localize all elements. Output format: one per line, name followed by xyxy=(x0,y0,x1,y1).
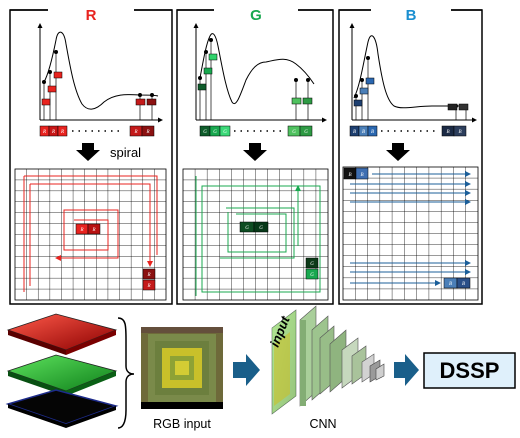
seq-cell-label: R xyxy=(133,130,137,135)
merge-brace xyxy=(117,317,135,429)
spiral-label: spiral xyxy=(110,145,141,160)
panel-r: R R R R xyxy=(9,2,173,305)
panel-b-grid: B B B B xyxy=(342,166,479,301)
spiral-outer xyxy=(24,175,158,255)
grid-cell-label: R xyxy=(146,284,150,289)
panel-r-grid: R R R R xyxy=(14,168,167,301)
grid-cell-label: R xyxy=(91,228,95,233)
flow-arrow-2 xyxy=(394,354,419,386)
seq-cell-label: B xyxy=(362,130,365,135)
down-arrow xyxy=(76,143,100,161)
panel-g-sequence: G G G G G xyxy=(199,125,313,137)
panel-g: G G G G G xyxy=(176,2,334,305)
seq-cell xyxy=(141,125,155,137)
seq-cell-label: R xyxy=(51,130,55,135)
panel-g-plot xyxy=(193,23,327,123)
panel-g-title: G xyxy=(250,7,262,24)
seq-cell-label: G xyxy=(292,130,296,135)
seq-cell-label: G xyxy=(304,130,308,135)
panel-b-sequence: B B B B B xyxy=(349,125,467,137)
grid-cell-label: B xyxy=(449,282,452,287)
seq-cell-label: R xyxy=(60,130,64,135)
grid-cell-label: B xyxy=(348,173,351,178)
panel-r-plot xyxy=(37,23,163,123)
grid-cell-label: G xyxy=(310,273,314,278)
flow-arrow-1 xyxy=(233,354,260,386)
panel-r-sequence: R R R R R xyxy=(39,125,155,137)
down-arrow xyxy=(386,143,410,161)
dssp-output-box xyxy=(423,352,516,389)
grid-cell-label: R xyxy=(146,273,150,278)
blue-layer xyxy=(5,389,119,425)
grid-cell-label: G xyxy=(310,262,314,267)
down-arrow xyxy=(243,143,267,161)
seq-cell-label: G xyxy=(213,130,217,135)
spiral-path xyxy=(55,209,119,261)
seq-cell-label: B xyxy=(371,130,374,135)
grid-cell-label: R xyxy=(79,228,83,233)
panel-r-title: R xyxy=(86,7,97,24)
seq-cell-label: G xyxy=(203,130,207,135)
cnn-model: input xyxy=(267,305,385,415)
grid-cell-label: B xyxy=(360,173,363,178)
seq-cell-label: R xyxy=(145,130,149,135)
grid-cell-label: G xyxy=(259,226,263,231)
grid-cell-label: B xyxy=(462,282,465,287)
panel-b-title: B xyxy=(406,7,417,24)
seq-cell-label: B xyxy=(353,130,356,135)
panel-b-plot xyxy=(349,23,477,123)
cnn-label: CNN xyxy=(309,417,336,431)
grid-cell-label: G xyxy=(245,226,249,231)
panel-g-grid: G G G G xyxy=(182,168,329,301)
seq-cell-label: R xyxy=(42,130,46,135)
green-layer xyxy=(6,354,118,392)
rgb-input-label: RGB input xyxy=(153,417,211,431)
seq-cell-label: G xyxy=(223,130,227,135)
rgb-input-image xyxy=(141,327,223,409)
seq-cell-label: B xyxy=(446,130,449,135)
seq-cell xyxy=(57,125,68,137)
panel-b: B B B B B xyxy=(338,2,483,305)
red-layer xyxy=(6,313,118,351)
dssp-output-label: DSSP xyxy=(440,358,500,383)
seq-cell-label: B xyxy=(458,130,461,135)
channel-layers xyxy=(5,313,119,428)
